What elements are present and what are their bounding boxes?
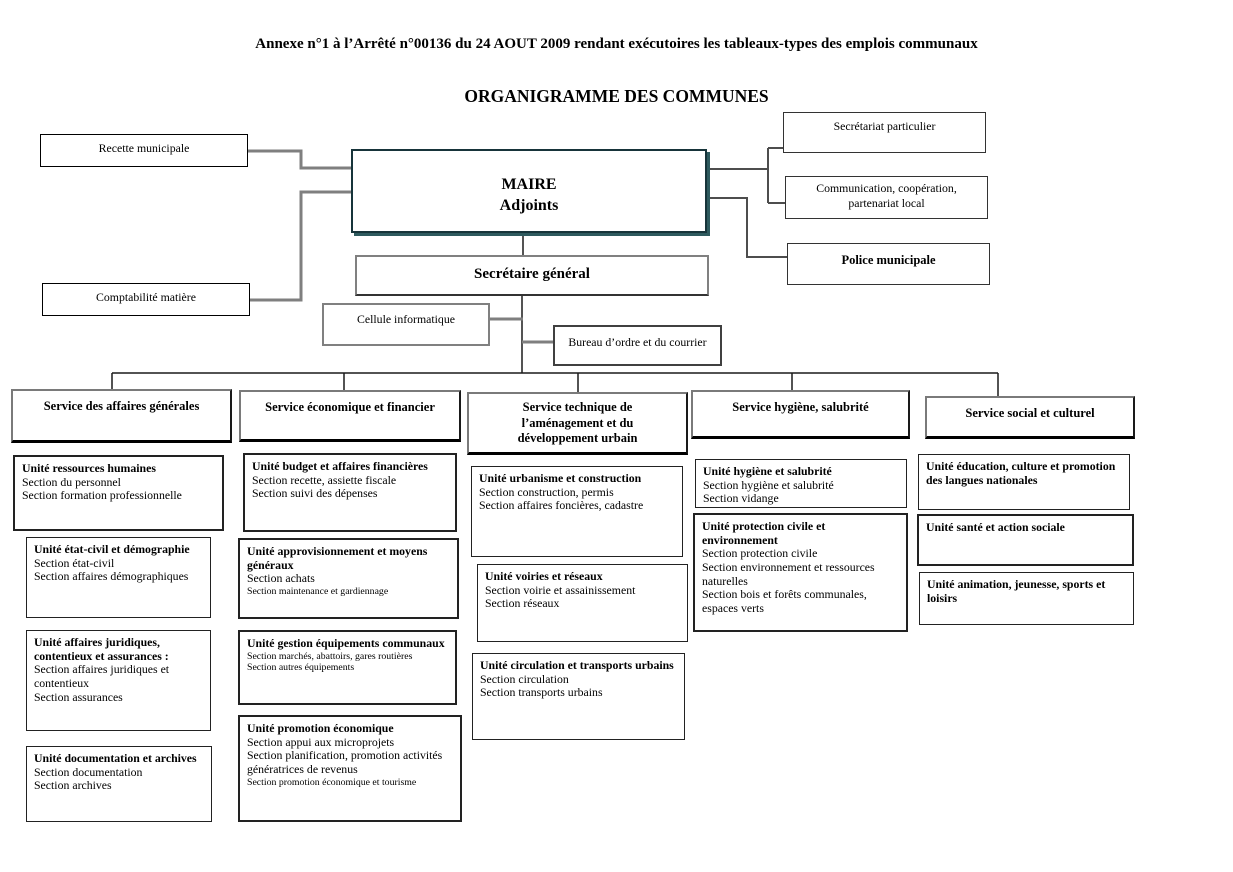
- unit-ressources-humaines: Unité ressources humaines Section du per…: [13, 455, 224, 531]
- connector-service-stubs: [111, 373, 999, 396]
- service-affaires-generales: Service des affaires générales: [11, 389, 232, 443]
- unit-section: Section appui aux microprojets: [247, 734, 395, 749]
- unit-budget-affaires-financieres: Unité budget et affaires financières Sec…: [243, 453, 457, 532]
- node-label: Recette municipale: [98, 141, 190, 155]
- maire-title: MAIRE: [501, 176, 557, 193]
- unit-section: Section construction, permis: [479, 484, 614, 499]
- unit-section: Section bois et forêts communales, espac…: [702, 587, 867, 616]
- service-label: Service social et culturel: [965, 406, 1095, 420]
- node-label: Secrétaire général: [474, 266, 590, 282]
- unit-title: Unité approvisionnement et moyens généra…: [247, 544, 428, 572]
- unit-title: Unité gestion équipements communaux: [247, 636, 445, 650]
- service-label: Service hygiène, salubrité: [732, 400, 869, 414]
- node-recette-municipale: Recette municipale: [40, 134, 248, 167]
- unit-gestion-equipements-communaux: Unité gestion équipements communaux Sect…: [238, 630, 457, 705]
- node-label: Bureau d’ordre et du courrier: [568, 335, 707, 349]
- node-police-municipale: Police municipale: [787, 243, 990, 285]
- node-comptabilite-matiere: Comptabilité matière: [42, 283, 250, 316]
- page-title: Annexe n°1 à l’Arrêté n°00136 du 24 AOUT…: [255, 36, 978, 52]
- node-label: Comptabilité matière: [96, 290, 196, 304]
- unit-education-culture: Unité éducation, culture et promotion de…: [918, 454, 1130, 510]
- service-label: Service des affaires générales: [43, 399, 200, 413]
- unit-title: Unité promotion économique: [247, 721, 394, 735]
- node-secretariat-particulier: Secrétariat particulier: [783, 112, 986, 153]
- unit-title: Unité voiries et réseaux: [485, 569, 603, 583]
- unit-section: Section du personnel: [22, 474, 121, 489]
- unit-section: Section achats: [247, 571, 315, 586]
- unit-section: Section formation professionnelle: [22, 488, 182, 503]
- unit-title: Unité état-civil et démographie: [34, 542, 190, 556]
- chart-title: ORGANIGRAMME DES COMMUNES: [464, 86, 769, 106]
- unit-section: Section recette, assiette fiscale: [252, 472, 397, 487]
- connector-comptabilite-maire: [250, 190, 352, 302]
- unit-affaires-juridiques: Unité affaires juridiques, contentieux e…: [26, 630, 211, 731]
- node-label: Police municipale: [841, 253, 936, 267]
- node-cellule-informatique: Cellule informatique: [322, 303, 490, 346]
- unit-title: Unité affaires juridiques, contentieux e…: [34, 635, 169, 663]
- node-label: Cellule informatique: [357, 312, 455, 326]
- unit-title: Unité ressources humaines: [22, 461, 156, 475]
- service-hygiene-salubrite: Service hygiène, salubrité: [691, 390, 910, 439]
- unit-title: Unité éducation, culture et promotion de…: [926, 459, 1116, 487]
- unit-title: Unité circulation et transports urbains: [480, 658, 674, 672]
- unit-section: Section planification, promotion activit…: [247, 748, 443, 777]
- unit-animation-jeunesse-sports: Unité animation, jeunesse, sports et loi…: [919, 572, 1134, 625]
- unit-title: Unité hygiène et salubrité: [703, 464, 832, 478]
- unit-title: Unité santé et action sociale: [926, 520, 1065, 534]
- connector-maire-police: [710, 197, 787, 258]
- unit-section: Section voirie et assainissement: [485, 582, 636, 597]
- service-technique-urbain: Service technique de l’aménagement et du…: [467, 392, 688, 455]
- connector-maire-secretariat-communication: [708, 147, 785, 204]
- unit-section: Section état-civil: [34, 555, 115, 570]
- unit-section: Section environnement et ressources natu…: [702, 560, 875, 588]
- connector-recette-maire: [248, 149, 352, 170]
- unit-section: Section vidange: [703, 491, 779, 506]
- unit-promotion-economique: Unité promotion économique Section appui…: [238, 715, 462, 822]
- unit-approvisionnement-moyens-generaux: Unité approvisionnement et moyens généra…: [238, 538, 459, 619]
- unit-urbanisme-construction: Unité urbanisme et construction Section …: [471, 466, 683, 557]
- node-label-line1: Communication, coopération,: [816, 181, 957, 195]
- unit-section: Section maintenance et gardiennage: [247, 586, 389, 598]
- node-label: Secrétariat particulier: [833, 119, 936, 133]
- unit-section: Section suivi des dépenses: [252, 486, 378, 501]
- unit-title: Unité urbanisme et construction: [479, 471, 642, 485]
- unit-sante-action-sociale: Unité santé et action sociale: [917, 514, 1134, 566]
- unit-circulation-transports: Unité circulation et transports urbains …: [472, 653, 685, 740]
- service-social-culturel: Service social et culturel: [925, 396, 1135, 439]
- service-economique-financier: Service économique et financier: [239, 390, 461, 442]
- unit-title: Unité animation, jeunesse, sports et loi…: [927, 577, 1106, 605]
- unit-section: Section promotion économique et tourisme: [247, 776, 417, 788]
- unit-section: Section protection civile: [702, 546, 818, 561]
- unit-section: Section documentation: [34, 764, 143, 779]
- node-communication: Communication, coopération, partenariat …: [785, 176, 988, 219]
- unit-documentation-archives: Unité documentation et archives Section …: [26, 746, 212, 822]
- unit-section: Section assurances: [34, 689, 123, 704]
- unit-section: Section hygiène et salubrité: [703, 477, 834, 492]
- node-bureau-ordre-courrier: Bureau d’ordre et du courrier: [553, 325, 722, 366]
- unit-section: Section archives: [34, 778, 112, 793]
- unit-title: Unité documentation et archives: [34, 751, 197, 765]
- unit-section: Section marchés, abattoirs, gares routiè…: [247, 650, 413, 662]
- node-label-line2: partenariat local: [848, 196, 925, 210]
- node-secretaire-general: Secrétaire général: [355, 255, 709, 296]
- unit-title: Unité budget et affaires financières: [252, 459, 428, 473]
- unit-section: Section affaires juridiques et contentie…: [34, 662, 170, 691]
- unit-section: Section réseaux: [485, 596, 560, 611]
- node-maire: MAIRE Adjoints: [351, 149, 707, 233]
- unit-etat-civil-demographie: Unité état-civil et démographie Section …: [26, 537, 211, 618]
- unit-section: Section transports urbains: [480, 685, 603, 700]
- unit-voiries-reseaux: Unité voiries et réseaux Section voirie …: [477, 564, 688, 642]
- unit-title: Unité protection civile et environnement: [702, 519, 826, 547]
- unit-section: Section affaires démographiques: [34, 569, 189, 584]
- unit-section: Section affaires foncières, cadastre: [479, 498, 644, 513]
- maire-subtitle: Adjoints: [499, 197, 559, 215]
- service-label: Service technique de l’aménagement et du…: [517, 400, 638, 446]
- service-label: Service économique et financier: [265, 400, 435, 414]
- unit-section: Section autres équipements: [247, 662, 355, 674]
- unit-hygiene-salubrite: Unité hygiène et salubrité Section hygiè…: [695, 459, 907, 508]
- unit-protection-civile-environnement: Unité protection civile et environnement…: [693, 513, 908, 632]
- unit-section: Section circulation: [480, 671, 569, 686]
